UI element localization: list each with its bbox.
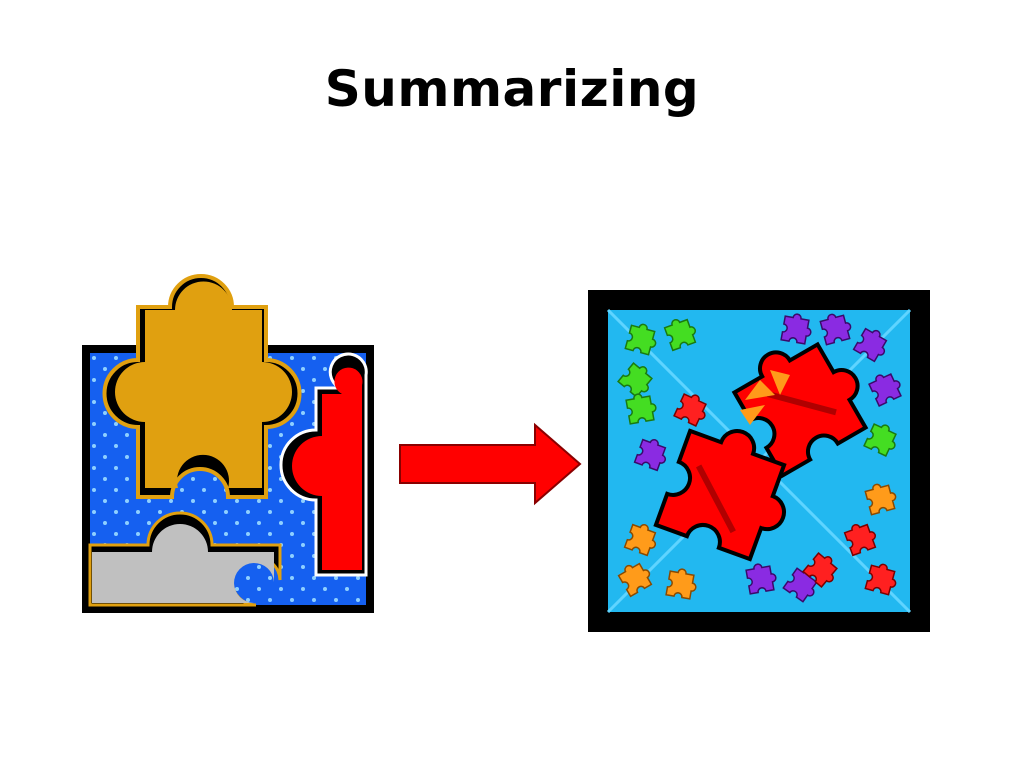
gray-puzzle-piece [88,511,282,607]
gold-puzzle-piece [102,274,302,499]
large-red-puzzle-pieces [653,341,869,562]
red-puzzle-piece [279,352,368,577]
right-arrow-icon [399,422,582,506]
puzzle-pieces-icon [82,274,374,613]
slide-title: Summarizing [324,60,700,118]
assembled-puzzle-icon [588,290,930,632]
connection-burst [740,370,790,425]
